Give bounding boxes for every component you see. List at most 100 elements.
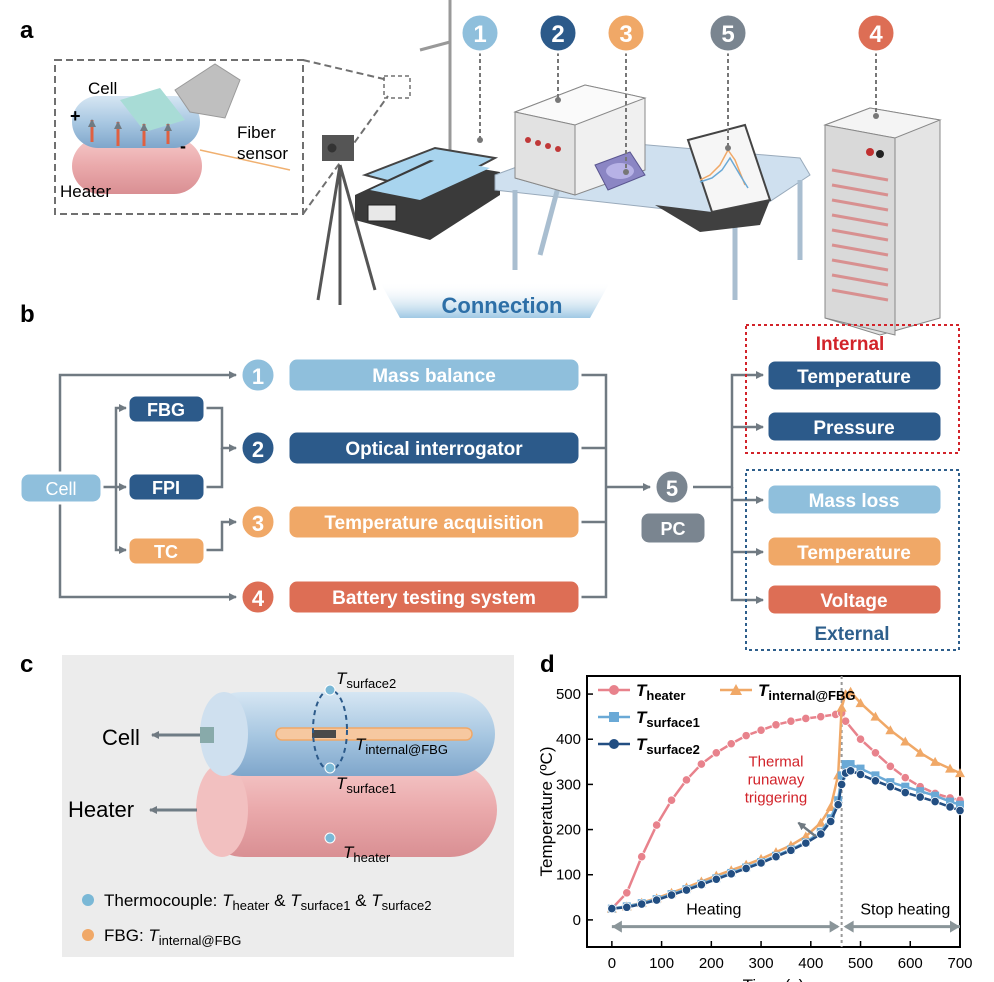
point-T_internal@FBG <box>945 763 956 773</box>
point-T_heater <box>885 761 895 771</box>
point-T_surface2 <box>741 863 751 874</box>
legend-thermocouple: Thermocouple: Theater & Tsurface1 & Tsur… <box>104 891 432 913</box>
output-internal-pressure <box>765 409 944 444</box>
cell-end-cap <box>200 692 248 776</box>
heating-arrow-left <box>611 920 622 933</box>
point-T_surface2 <box>726 869 736 879</box>
point-T_surface2 <box>885 782 895 792</box>
legend-fbg-dot <box>82 929 94 941</box>
node-cell-label: Cell <box>45 479 76 499</box>
point-T_surface2 <box>900 787 910 798</box>
x-tick-label: 100 <box>649 955 674 972</box>
badge-3 <box>239 503 277 541</box>
inset-illustration: Cell + - Heater Fiber sensor <box>60 63 291 201</box>
node-pc <box>638 510 708 546</box>
output-external-voltage <box>765 582 944 617</box>
device-battery-testing-system-label: Battery testing system <box>332 588 536 609</box>
point-T_internal@FBG <box>930 756 941 766</box>
output-external-temperature <box>765 534 944 569</box>
node-fbg <box>126 393 207 425</box>
point-T_heater <box>771 720 781 730</box>
panel-label-b: b <box>20 301 35 328</box>
node-fpi <box>126 471 207 503</box>
point-T_surface2 <box>771 852 781 862</box>
stop-arrow-right <box>950 920 960 933</box>
point-T_surface2 <box>955 805 965 816</box>
point-T_surface2 <box>696 880 706 890</box>
tc-surface1-dot <box>324 762 336 774</box>
inset-fiber-label-2: sensor <box>237 144 288 163</box>
point-T_heater <box>637 852 647 862</box>
badge-5-label: 5 <box>666 476 678 501</box>
point-T_heater <box>841 716 851 726</box>
point-T_internal@FBG <box>915 747 926 757</box>
point-T_internal@FBG <box>800 831 811 841</box>
panel-c: c Cell Heater Tsurface2 Tinternal@FBG Ts… <box>20 651 514 957</box>
cell-terminal <box>200 727 214 743</box>
device-temperature-acquisition-label: Temperature acquisition <box>324 513 543 534</box>
point-T_heater <box>652 820 662 830</box>
point-T_heater <box>870 748 881 758</box>
point-T_internal@FBG <box>870 711 881 721</box>
point-T_surface2 <box>930 796 940 807</box>
point-T_heater <box>756 725 766 735</box>
external-title: External <box>815 624 890 645</box>
zoom-target <box>383 75 411 99</box>
badge-4 <box>239 578 277 616</box>
camera-tripod <box>316 135 377 305</box>
panel-a: a Cell + - Heater Fiber sensor <box>20 0 942 336</box>
point-T_surface2 <box>915 792 925 802</box>
panel-c-cell-label: Cell <box>102 725 140 750</box>
tc-heater-dot <box>324 832 336 844</box>
output-external-temperature-label: Temperature <box>797 543 911 564</box>
x-tick-label: 600 <box>898 955 923 972</box>
label-t-surface1: Tsurface1 <box>336 774 396 796</box>
badge-2-label: 2 <box>252 437 264 462</box>
series-line-T_surface2 <box>611 769 961 910</box>
output-external-voltage-label: Voltage <box>820 591 887 612</box>
panel-b-connectors <box>58 371 764 604</box>
legend-marker-T_surface1 <box>609 712 619 722</box>
legend-label-T_surface2: Tsurface2 <box>636 735 700 757</box>
callout-4-badge <box>855 12 897 54</box>
thermal-runaway-arrow <box>797 821 817 838</box>
device-temperature-acquisition <box>286 503 582 541</box>
panel-label-c: c <box>20 651 33 678</box>
point-T_heater <box>711 748 721 758</box>
point-T_surface2 <box>845 766 856 776</box>
device-mass-balance <box>286 356 582 394</box>
callout-3: 3 <box>619 21 632 48</box>
callout-5: 5 <box>721 21 734 48</box>
badge-4-label: 4 <box>252 586 265 611</box>
point-T_surface1 <box>946 797 955 806</box>
laptop-device <box>655 123 772 232</box>
y-tick-label: 100 <box>556 867 581 884</box>
point-T_surface2 <box>855 769 866 780</box>
point-T_surface1 <box>841 760 850 769</box>
y-axis-label: Temperature (ºC) <box>537 747 556 877</box>
callout-1: 1 <box>473 21 486 48</box>
heater-cylinder <box>197 763 497 857</box>
node-fpi-label: FPI <box>152 478 180 498</box>
point-T_surface2 <box>666 890 677 900</box>
fbg-grating <box>312 730 336 738</box>
series-line-T_internal@FBG <box>611 690 961 910</box>
inset-heater-cylinder <box>72 138 202 194</box>
output-internal-pressure-label: Pressure <box>813 418 894 439</box>
x-tick-label: 400 <box>798 955 823 972</box>
y-tick-label: 400 <box>556 731 581 748</box>
legend-marker-T_internal@FBG <box>730 684 742 695</box>
fiber-clip <box>120 88 185 132</box>
legend-marker-T_surface2 <box>609 739 619 749</box>
point-T_surface2 <box>711 874 721 884</box>
heating-arrow-right <box>829 920 840 933</box>
point-T_surface1 <box>901 782 910 791</box>
legend-label-T_surface1: Tsurface1 <box>636 708 700 730</box>
point-T_surface2 <box>837 779 847 790</box>
point-T_surface2 <box>816 829 826 839</box>
thermal-runaway-label: runaway <box>748 771 805 788</box>
fbg-fiber <box>275 727 473 741</box>
x-tick-label: 300 <box>749 955 774 972</box>
point-T_surface2 <box>833 800 843 810</box>
